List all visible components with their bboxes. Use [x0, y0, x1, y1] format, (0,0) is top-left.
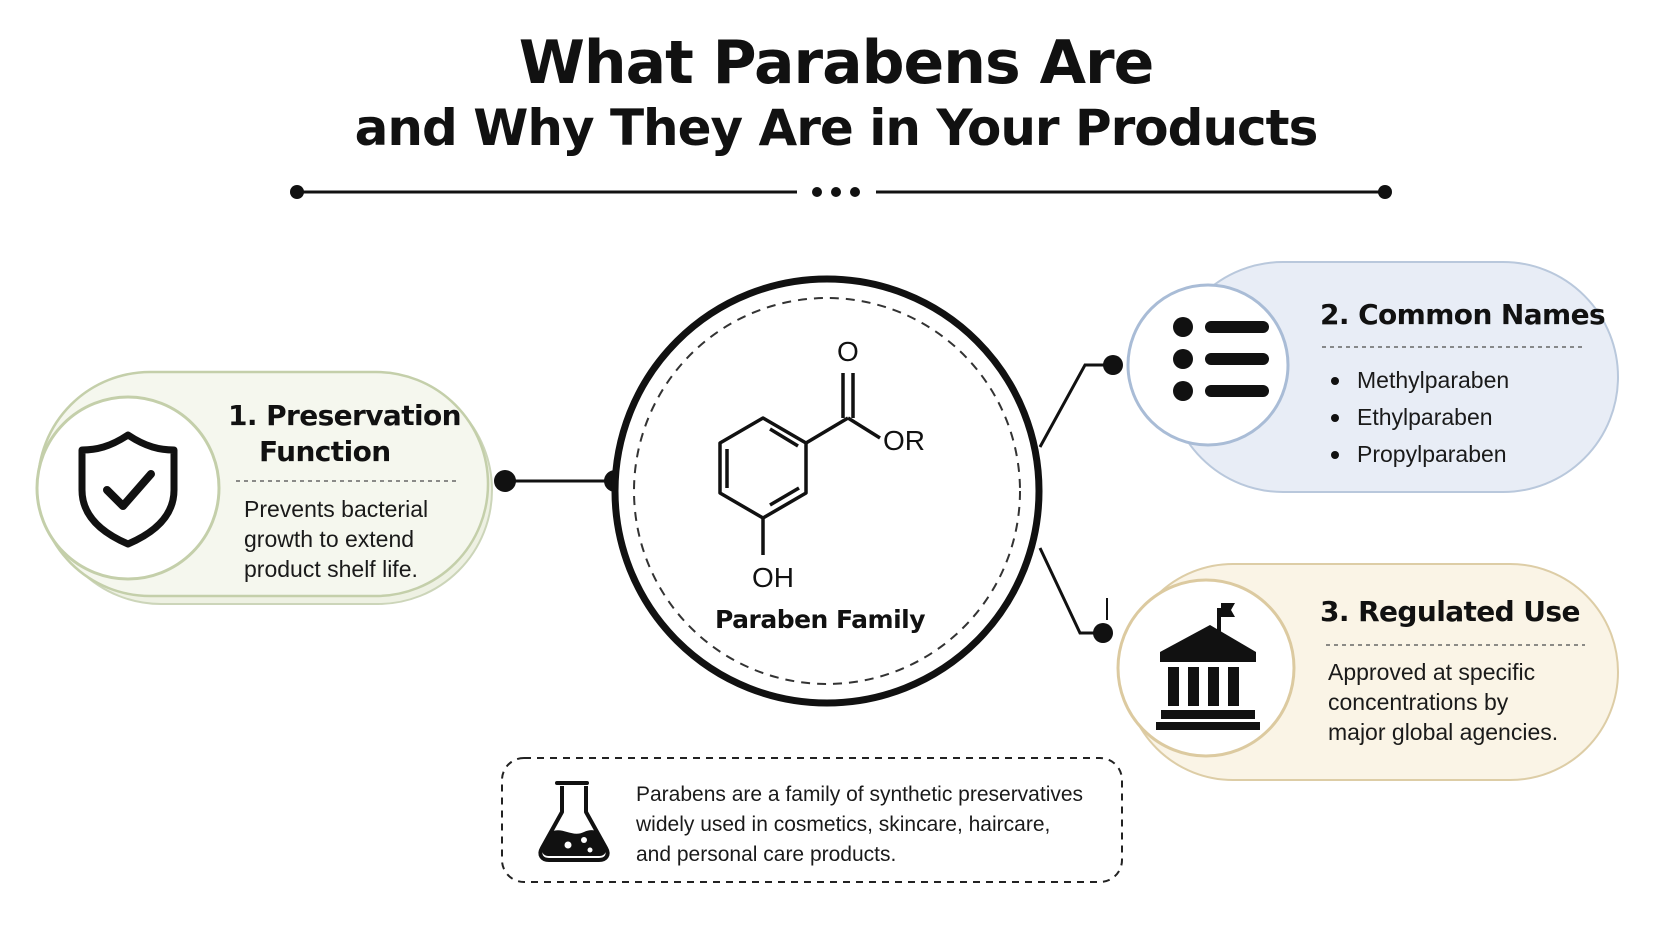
note-line-1: Parabens are a family of synthetic prese…	[636, 783, 1084, 806]
card-1-heading-line-1: 1. Preservation	[228, 399, 462, 432]
note-line-3: and personal care products.	[636, 842, 897, 866]
card-3-body-line-3: major global agencies.	[1328, 719, 1559, 746]
card-3-body-line-1: Approved at specific	[1328, 659, 1536, 685]
list-item: Propylparaben	[1329, 436, 1509, 473]
card-1-heading-line-2: Function	[259, 434, 391, 468]
list-item: Ethylparaben	[1329, 399, 1509, 436]
center-label: Paraben Family	[714, 605, 926, 634]
note-text: Parabens are a family of synthetic prese…	[636, 780, 1136, 869]
common-names-list: Methylparaben Ethylparaben Propylparaben	[1329, 362, 1509, 473]
card-1-heading: 1. Preservation Function	[228, 398, 462, 470]
card-3-body-line-2: concentrations by	[1328, 689, 1509, 716]
card-1-body-line-1: Prevents bacterial	[244, 496, 429, 522]
list-item: Methylparaben	[1329, 362, 1509, 399]
card-2-heading: 2. Common Names	[1320, 298, 1606, 331]
title-line-1: What Parabens Are	[518, 28, 1155, 98]
card-3-body: Approved at specific concentrations by m…	[1328, 657, 1558, 747]
atom-hydroxyl-group: OH	[752, 562, 794, 593]
title-divider	[290, 185, 1392, 199]
card-1-body-line-3: product shelf life.	[244, 556, 418, 583]
paraben-structure	[718, 373, 881, 555]
atom-ester-group: OR	[883, 425, 925, 456]
title-line-2: and Why They Are in Your Products	[354, 98, 1319, 157]
card-1-body: Prevents bacterial growth to extend prod…	[244, 494, 428, 584]
page-title: What Parabens Are and Why They Are in Yo…	[0, 28, 1672, 158]
card-preservation	[35, 370, 493, 605]
shield-check-icon	[78, 431, 178, 548]
note-line-2: widely used in cosmetics, skincare, hair…	[636, 812, 1051, 836]
list-icon	[1173, 317, 1269, 401]
card-3-heading: 3. Regulated Use	[1320, 595, 1580, 628]
government-building-icon	[1156, 603, 1260, 730]
atom-carbonyl-oxygen: O	[837, 336, 859, 367]
central-circle	[611, 275, 1043, 707]
flask-icon	[538, 781, 610, 862]
card-1-body-line-2: growth to extend	[244, 526, 415, 553]
